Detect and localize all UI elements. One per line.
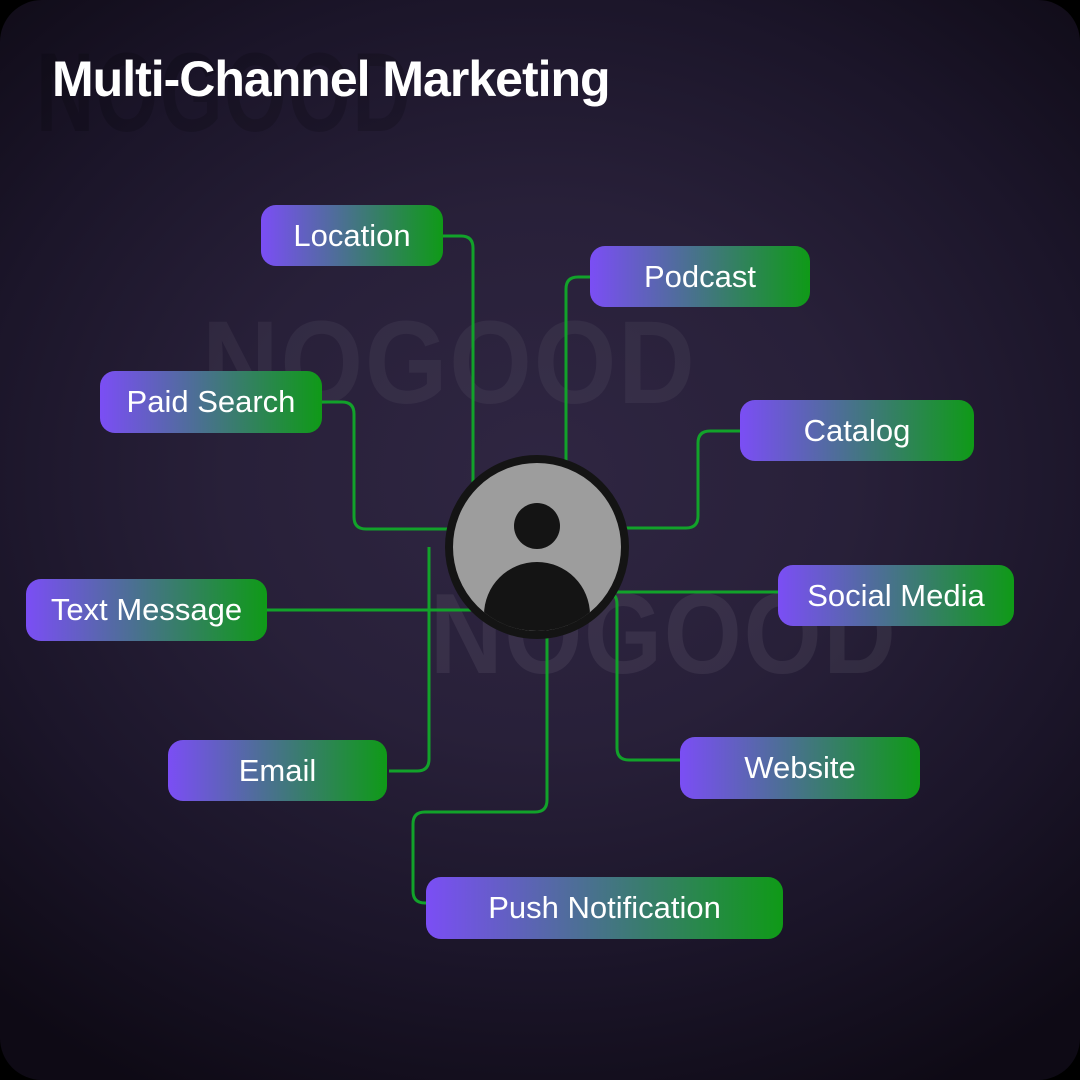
channel-pill-push-notification: Push Notification [426,877,783,939]
channel-pill-catalog: Catalog [740,400,974,461]
avatar-body [484,562,590,631]
channel-pill-location: Location [261,205,443,266]
channel-pill-email: Email [168,740,387,801]
person-avatar-icon [445,455,629,639]
connector-location [440,234,475,547]
connector-push-notification [411,547,549,905]
connector-catalog [537,429,742,530]
channel-pill-social-media: Social Media [778,565,1014,626]
avatar-head [514,503,560,549]
page-title: Multi-Channel Marketing [52,51,611,107]
channel-pill-website: Website [680,737,920,799]
channel-pill-podcast: Podcast [590,246,810,307]
connector-email [389,547,431,773]
channel-pill-text-message: Text Message [26,579,267,641]
connector-paid-search [320,400,537,531]
nogood-watermark-top: NOGOOD [36,30,413,155]
channel-pill-paid-search: Paid Search [100,371,322,433]
connector-podcast [564,275,592,547]
